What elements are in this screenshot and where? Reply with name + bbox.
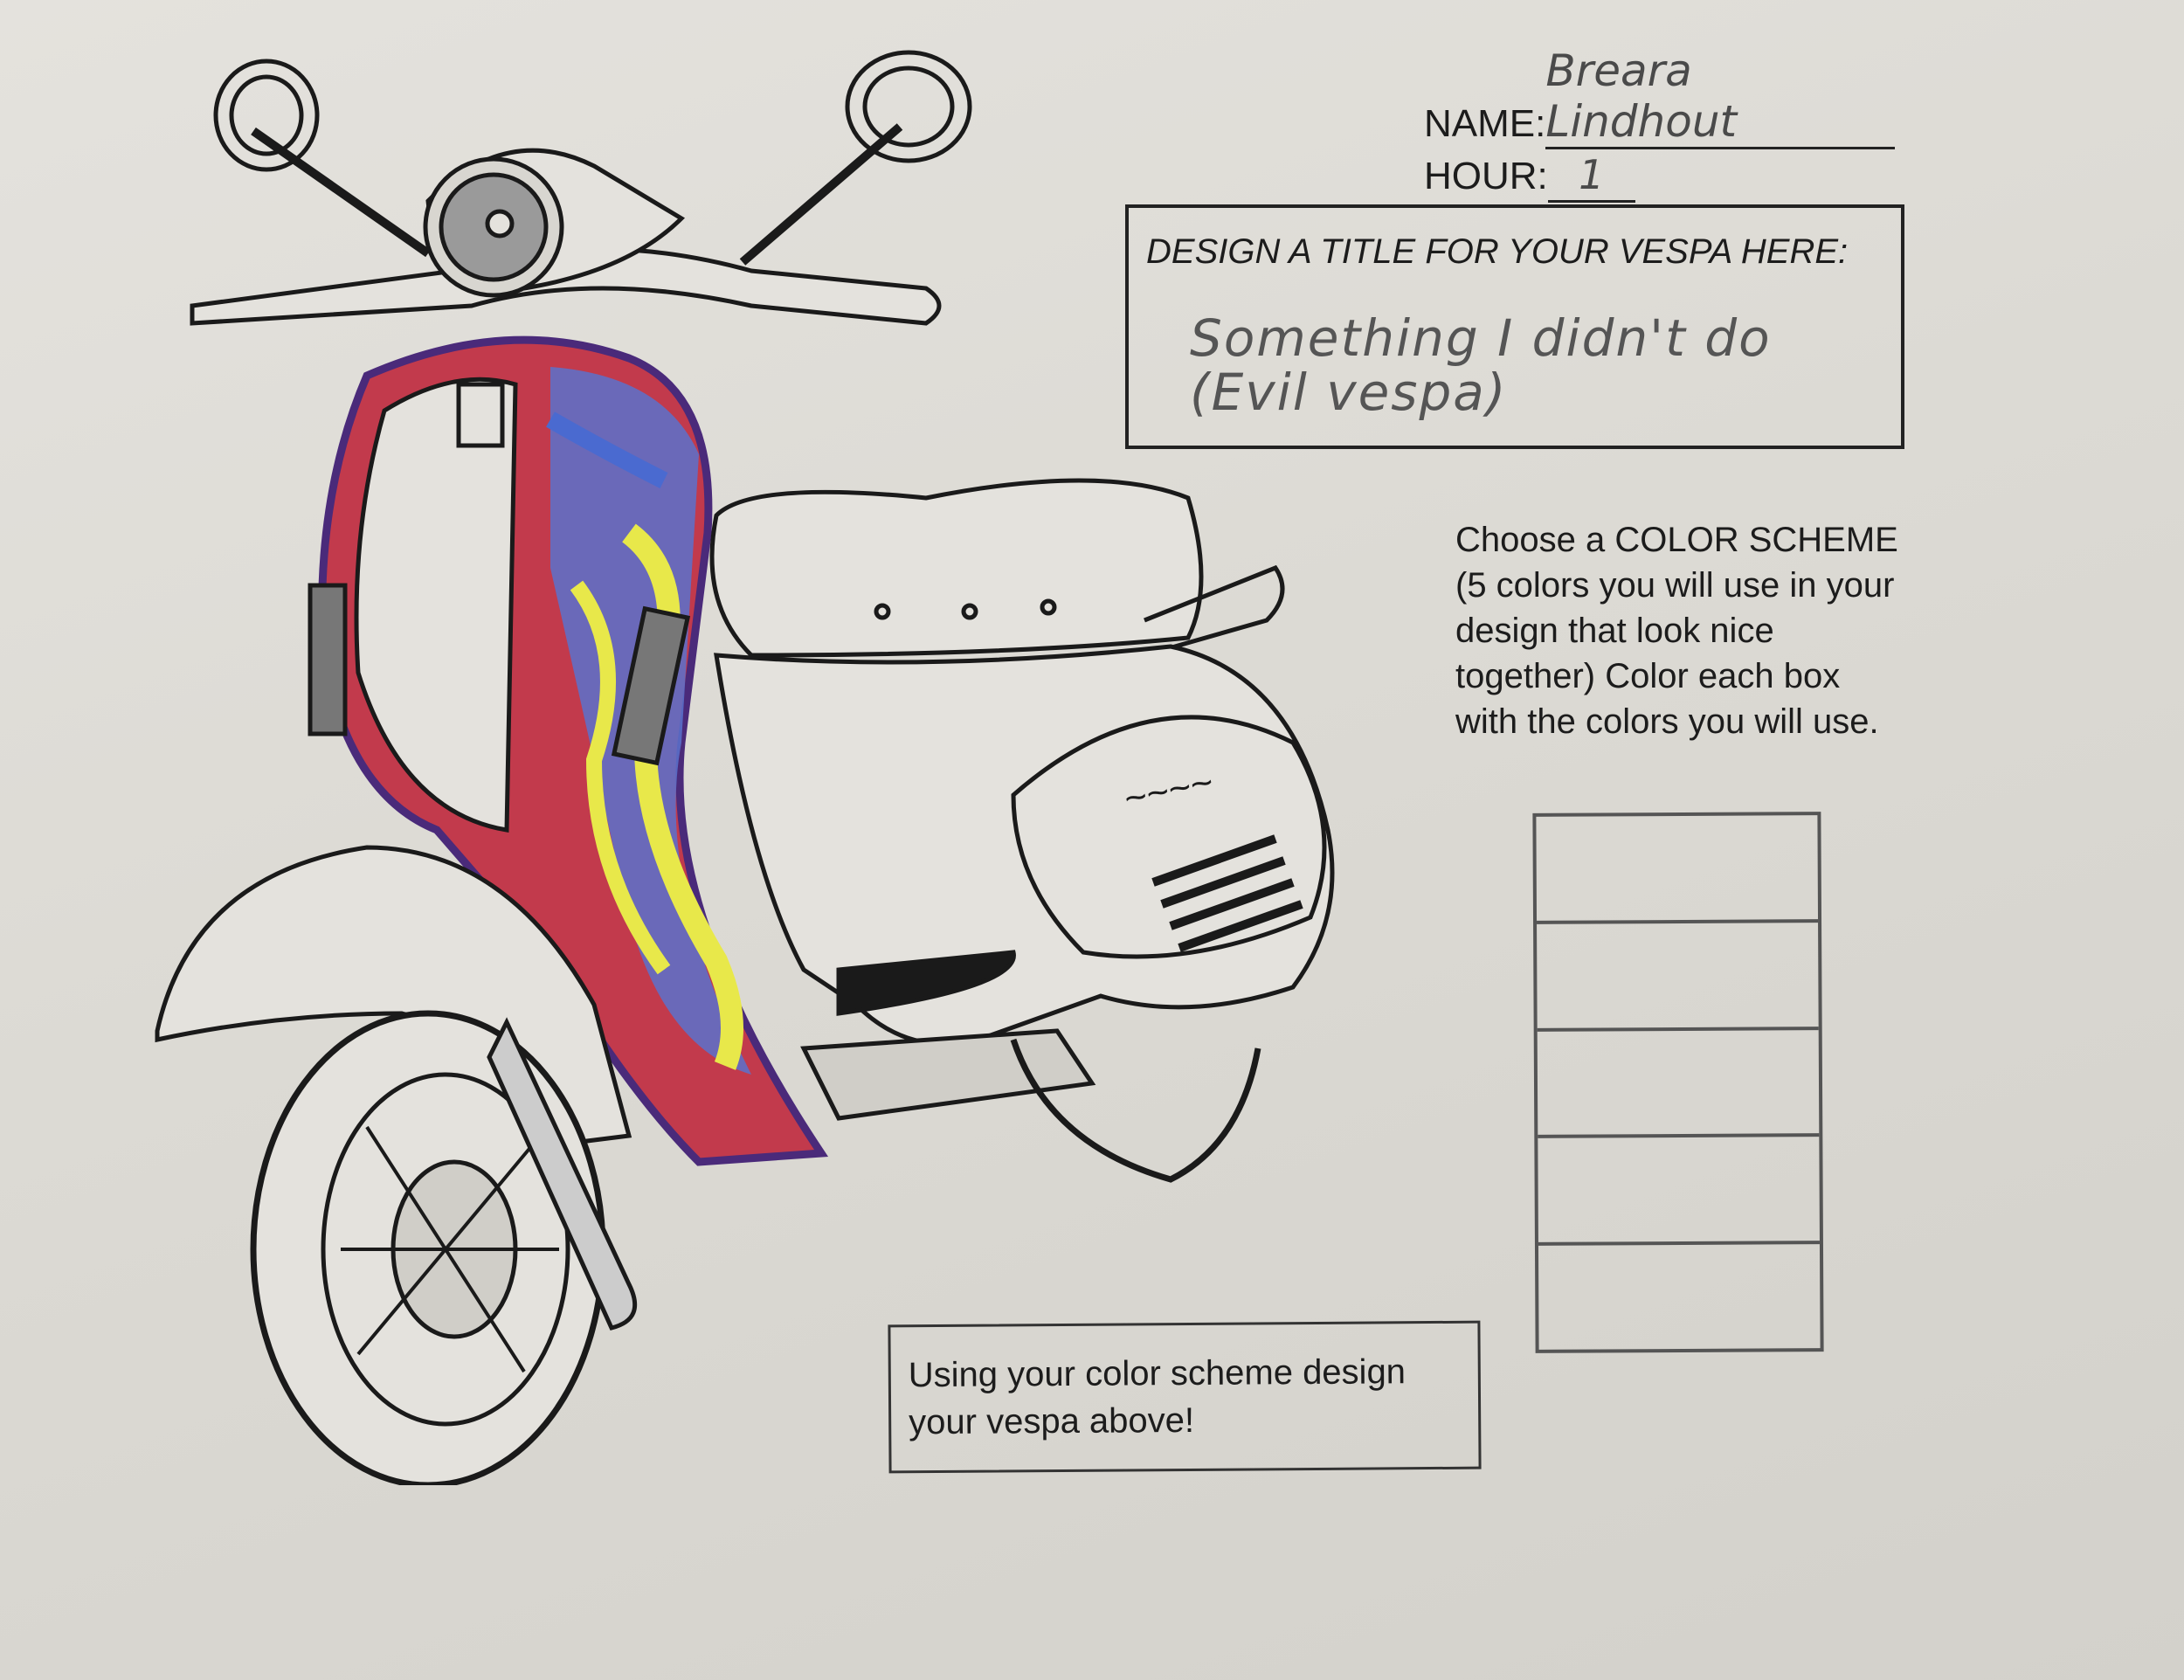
scooter-body: ~~~~ (714, 644, 1335, 1121)
front-wheel (250, 1010, 638, 1485)
vespa-illustration: ~~~~ (155, 50, 1335, 1485)
name-row: NAME:Breara Lindhout (1424, 45, 1896, 149)
color-swatch-2[interactable] (1537, 922, 1819, 1032)
name-hour-block: NAME:Breara Lindhout HOUR:1 (1424, 45, 1896, 203)
rear-wheel (1010, 1038, 1261, 1183)
headlight (423, 148, 686, 298)
color-swatch-4[interactable] (1538, 1137, 1820, 1247)
color-scheme-instructions: Choose a COLOR SCHEME (5 colors you will… (1455, 521, 1898, 741)
leg-shield (308, 335, 829, 1166)
left-mirror (213, 59, 431, 258)
right-mirror (739, 50, 972, 266)
color-swatch-5[interactable] (1538, 1244, 1821, 1349)
hour-label: HOUR: (1424, 155, 1548, 197)
title-answer[interactable]: Something I didn't do (Evil vespa) (1190, 308, 1772, 422)
color-swatch-3[interactable] (1537, 1029, 1820, 1139)
name-label: NAME: (1424, 102, 1546, 145)
name-field[interactable]: Breara Lindhout (1545, 45, 1896, 149)
color-swatch-boxes (1532, 812, 1824, 1353)
title-prompt: DESIGN A TITLE FOR YOUR VESPA HERE: (1146, 232, 1849, 271)
color-swatch-1[interactable] (1536, 815, 1819, 924)
title-box: DESIGN A TITLE FOR YOUR VESPA HERE: Some… (1125, 204, 1904, 449)
hour-field[interactable]: 1 (1547, 149, 1635, 203)
seat (709, 478, 1285, 658)
hour-row: HOUR:1 (1424, 149, 1895, 203)
